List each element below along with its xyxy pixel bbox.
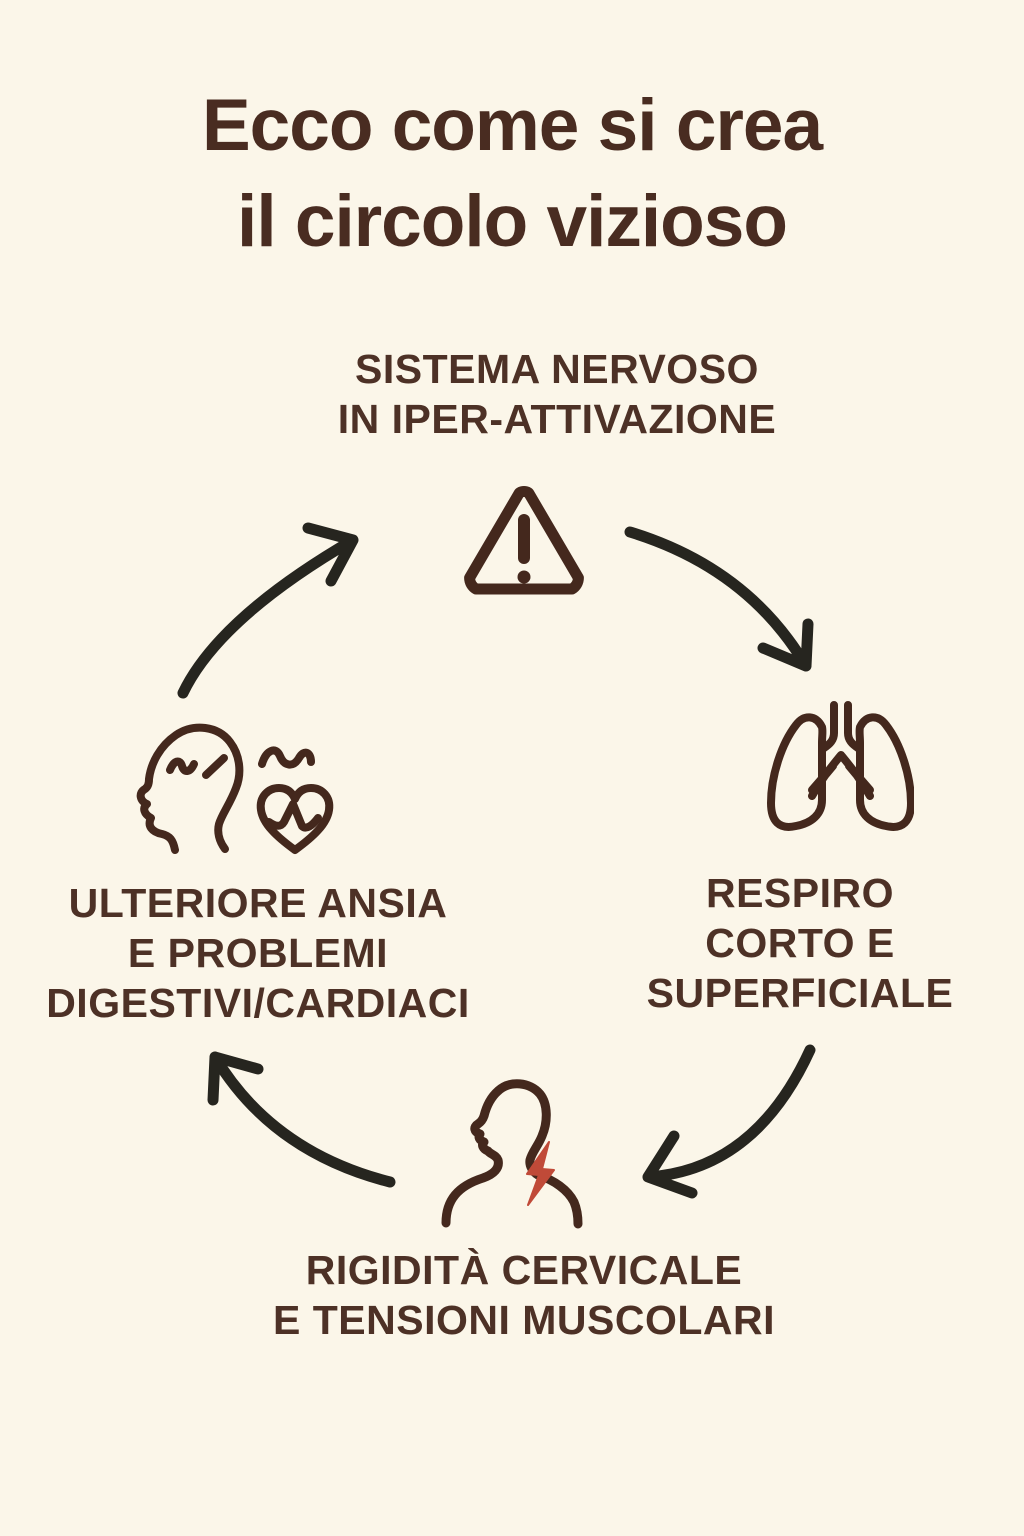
heart-stress-squiggle [258,746,315,769]
neck-pain-icon [441,1079,583,1229]
page-title-line2: il circolo vizioso [237,181,788,262]
right-label-line2: CORTO E [705,920,895,966]
bottom-label-line2: E TENSIONI MUSCOLARI [272,1297,776,1343]
head-profile-outline [136,723,244,854]
cycle-node-bottom-label: RIGIDITÀ CERVICALE E TENSIONI MUSCOLARI [224,1245,824,1345]
bottom-label-line1: RIGIDITÀ CERVICALE [305,1247,743,1293]
top-label-line2: IN IPER-ATTIVAZIONE [337,396,777,442]
arrow-top-to-right-icon [624,526,814,672]
page-title-line1: Ecco come si crea [201,85,823,166]
lungs-icon [767,701,914,831]
right-label-line1: RESPIRO [705,870,895,916]
cycle-node-left-label: ULTERIORE ANSIA E PROBLEMI DIGESTIVI/CAR… [38,878,478,1028]
left-label-line2: E PROBLEMI [127,930,389,976]
left-label-line1: ULTERIORE ANSIA [68,880,448,926]
left-label-line3: DIGESTIVI/CARDIACI [46,980,470,1026]
page-title: Ecco come si crea il circolo vizioso [0,78,1024,270]
cycle-node-right-label: RESPIRO CORTO E SUPERFICIALE [580,868,1020,1018]
warning-triangle-outline [464,486,584,595]
cycle-node-top-label: SISTEMA NERVOSO IN IPER-ATTIVAZIONE [257,344,857,444]
anxiety-squiggle-tilde [166,757,198,775]
right-label-line3: SUPERFICIALE [646,970,954,1016]
top-label-line1: SISTEMA NERVOSO [355,346,759,392]
right-lung-outline [855,713,914,831]
anxiety-heart-icon [136,723,334,854]
arrow-bottom-to-left-icon [207,1051,396,1188]
heart-outline [256,784,334,854]
warning-triangle-icon [464,486,584,595]
anxiety-squiggle-slash [202,754,228,779]
arrow-left-to-top-icon [177,522,359,699]
heart-pulse-line [265,800,322,832]
left-lung-outline [767,713,827,831]
person-profile-outline [441,1079,583,1229]
pain-lightning-bolt-icon [526,1141,555,1206]
exclamation-dot [517,570,531,584]
arrow-right-to-bottom-icon [642,1044,816,1199]
